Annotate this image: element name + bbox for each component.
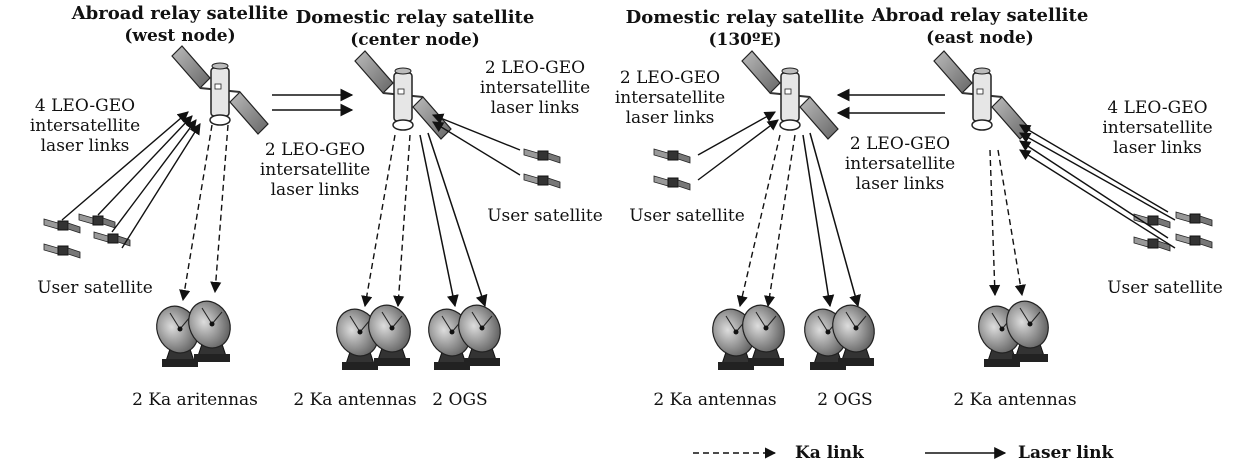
label-line: 4 LEO-GEO bbox=[1107, 98, 1208, 118]
ground-ogs-130e bbox=[796, 297, 883, 371]
label-line: intersatellite bbox=[259, 160, 371, 180]
node-title-east-name: Abroad relay satellite bbox=[871, 5, 1089, 26]
label-ground-ka-130e: 2 Ka antennas bbox=[653, 390, 777, 410]
label-line: laser links bbox=[1113, 138, 1202, 158]
node-title-east: Abroad relay satellite (east node) bbox=[850, 4, 1110, 50]
label-line: 2 LEO-GEO bbox=[484, 58, 586, 78]
label-line: intersatellite bbox=[1102, 118, 1213, 138]
label-west-center-links: 2 LEO-GEO intersatellite laser links bbox=[240, 140, 390, 200]
label-line: 2 LEO-GEO bbox=[619, 68, 721, 88]
node-title-west-name: Abroad relay satellite bbox=[71, 3, 289, 24]
ground-ka-west bbox=[148, 293, 239, 368]
node-title-west: Abroad relay satellite (west node) bbox=[60, 2, 300, 48]
label-ground-ka-east: 2 Ka antennas bbox=[953, 390, 1077, 410]
laser-downlinks-center-ogs bbox=[419, 132, 488, 308]
label-130e-east-links: 2 LEO-GEO intersatellite laser links bbox=[825, 134, 975, 194]
label-user-sat-130e: User satellite bbox=[629, 206, 745, 226]
laser-links-east-130e bbox=[836, 88, 945, 120]
node-title-center: Domestic relay satellite (center node) bbox=[285, 6, 545, 52]
laser-links-west-center bbox=[272, 88, 354, 117]
ka-links-center bbox=[361, 134, 411, 308]
node-subtitle-east: (east node) bbox=[926, 28, 1034, 48]
ground-ka-east bbox=[970, 293, 1057, 368]
label-east-user-links: 4 LEO-GEO intersatellite laser links bbox=[1080, 98, 1235, 158]
laser-links-east-users bbox=[1019, 124, 1176, 249]
label-west-user-links: 4 LEO-GEO intersatellite laser links bbox=[0, 96, 170, 156]
label-user-sat-center: User satellite bbox=[487, 206, 603, 226]
ka-links-west bbox=[179, 124, 229, 302]
label-line: intersatellite bbox=[29, 116, 141, 136]
label-center-user-links: 2 LEO-GEO intersatellite laser links bbox=[460, 58, 610, 118]
label-ground-ogs-130e: 2 OGS bbox=[817, 390, 873, 410]
node-title-130e: Domestic relay satellite (130ºE) bbox=[615, 6, 875, 52]
user-sats-west bbox=[43, 213, 131, 259]
label-line: intersatellite bbox=[479, 78, 591, 98]
label-130e-user-links: 2 LEO-GEO intersatellite laser links bbox=[600, 68, 740, 128]
label-line: laser links bbox=[40, 136, 130, 156]
relay-sat-center bbox=[354, 50, 452, 140]
ground-ogs-center bbox=[420, 297, 509, 371]
label-user-sat-west: User satellite bbox=[37, 278, 153, 298]
ka-links-east bbox=[989, 149, 1026, 297]
laser-links-center-users bbox=[431, 113, 521, 176]
label-line: intersatellite bbox=[614, 88, 726, 108]
laser-downlinks-130e-ogs bbox=[802, 132, 861, 308]
laser-links-west-users bbox=[61, 111, 201, 249]
ground-ka-130e bbox=[704, 297, 793, 371]
user-sats-130e bbox=[653, 148, 691, 191]
relay-sat-130e bbox=[741, 50, 839, 140]
user-sats-center bbox=[523, 148, 561, 189]
label-line: laser links bbox=[270, 180, 360, 200]
label-user-sat-east: User satellite bbox=[1107, 278, 1223, 298]
relay-sat-west bbox=[171, 45, 269, 135]
node-subtitle-west: (west node) bbox=[124, 26, 236, 46]
legend-ka-label: Ka link bbox=[795, 443, 864, 463]
node-title-center-name: Domestic relay satellite bbox=[295, 7, 535, 28]
label-line: laser links bbox=[490, 98, 580, 118]
label-line: 2 LEO-GEO bbox=[849, 134, 951, 154]
label-line: laser links bbox=[625, 108, 715, 128]
legend-laser-label: Laser link bbox=[1018, 443, 1114, 463]
node-subtitle-130e: (130ºE) bbox=[708, 30, 782, 50]
laser-links-130e-users bbox=[697, 111, 779, 181]
label-line: 2 LEO-GEO bbox=[264, 140, 366, 160]
ground-ka-center bbox=[328, 297, 419, 371]
label-line: 4 LEO-GEO bbox=[34, 96, 136, 116]
label-ground-ka-west: 2 Ka aritennas bbox=[132, 390, 258, 410]
relay-sat-east bbox=[933, 50, 1031, 140]
user-sats-east bbox=[1133, 211, 1213, 252]
node-subtitle-center: (center node) bbox=[350, 30, 480, 50]
label-line: intersatellite bbox=[844, 154, 956, 174]
label-ground-ogs-center: 2 OGS bbox=[432, 390, 488, 410]
ka-links-130e bbox=[736, 134, 796, 308]
label-line: laser links bbox=[855, 174, 945, 194]
label-ground-ka-center: 2 Ka antennas bbox=[293, 390, 417, 410]
node-title-130e-name: Domestic relay satellite bbox=[625, 7, 865, 28]
